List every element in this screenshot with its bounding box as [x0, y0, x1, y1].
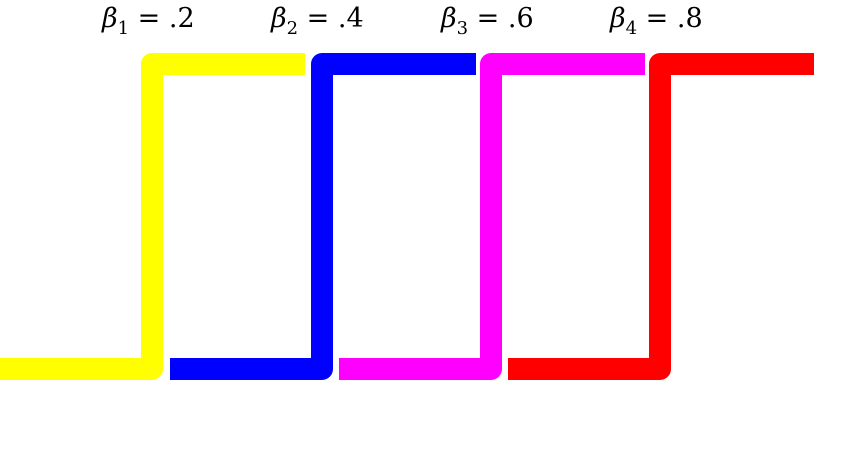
step-labels: β1 = .2 β2 = .4 β3 = .6 β4 = .8 [101, 3, 703, 39]
step-curve-beta-1 [0, 53, 305, 380]
step-label-beta-3: β3 = .6 [440, 3, 534, 39]
beta-symbol: β [440, 3, 457, 34]
beta-subscript: 3 [457, 18, 468, 39]
step-label-beta-4: β4 = .8 [609, 3, 703, 39]
beta-symbol: β [270, 3, 287, 34]
step-curve-beta-3 [339, 53, 645, 380]
equals-sign: = [298, 3, 338, 34]
beta-value: .4 [338, 3, 364, 34]
equals-sign: = [129, 3, 169, 34]
beta-value: .2 [169, 3, 195, 34]
step-label-beta-1: β1 = .2 [101, 3, 195, 39]
beta-symbol: β [101, 3, 118, 34]
beta-symbol: β [609, 3, 626, 34]
beta-value: .8 [677, 3, 703, 34]
beta-value: .6 [508, 3, 534, 34]
step-label-beta-2: β2 = .4 [270, 3, 364, 39]
equals-sign: = [637, 3, 677, 34]
step-curves [0, 53, 814, 380]
beta-subscript: 4 [626, 18, 637, 39]
beta-subscript: 2 [287, 18, 298, 39]
step-curve-beta-4 [508, 53, 814, 380]
equals-sign: = [468, 3, 508, 34]
beta-subscript: 1 [118, 18, 129, 39]
step-curve-beta-2 [170, 53, 476, 380]
